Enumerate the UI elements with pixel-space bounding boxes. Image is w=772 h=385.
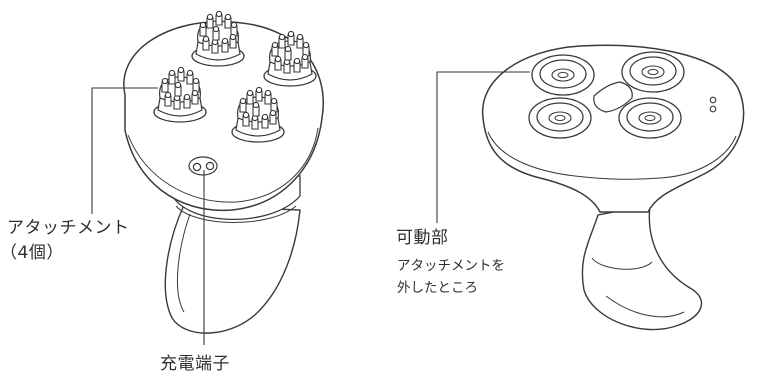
right-head (481, 44, 745, 213)
attachment-top (192, 11, 244, 66)
label-attachment-removed-line1: アタッチメントを (397, 258, 505, 274)
label-attachment-count: （4個） (0, 243, 64, 263)
movable-part-1 (531, 54, 595, 96)
label-attachment-removed-line2: 外したところ (397, 280, 478, 296)
movable-part-3 (528, 97, 592, 139)
label-charging-port: 充電端子 (160, 354, 230, 374)
device-with-attachments (123, 11, 324, 334)
label-movable-part: 可動部 (396, 228, 449, 248)
movable-part-4 (618, 97, 682, 139)
charging-port (188, 156, 218, 176)
device-without-attachments (481, 44, 745, 331)
left-handle (164, 204, 301, 334)
movable-part-2 (621, 51, 685, 93)
label-attachment: アタッチメント (7, 218, 130, 238)
leader-attachment (91, 87, 158, 214)
leader-movable-part (436, 71, 530, 223)
